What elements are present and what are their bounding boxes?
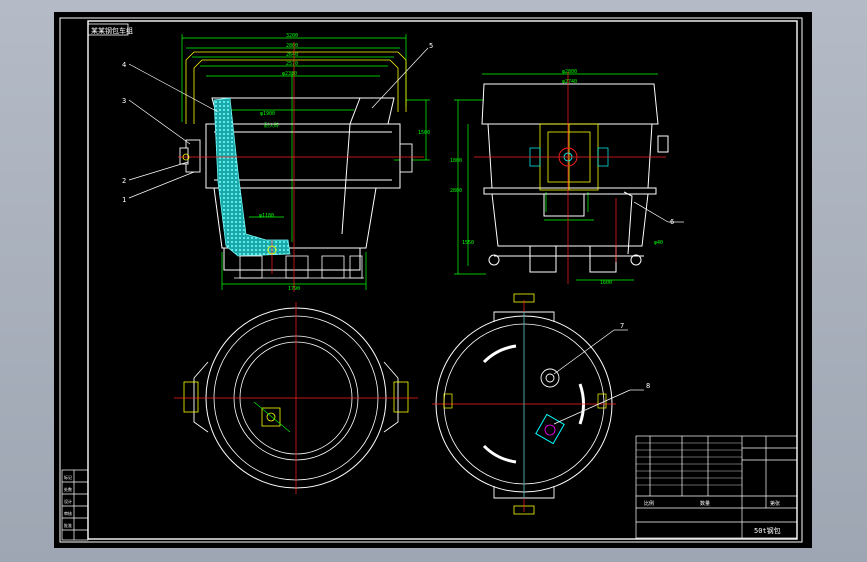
revision-block [61,469,89,541]
dim-side-h3: 1550 [462,240,474,246]
front-section-view: 3200 2800 2640 2570 φ2330 φ1900 φ1180 17… [178,33,430,292]
dim-side-base: 1600 [600,280,612,286]
balloon-8: 8 [646,382,650,390]
dim-front-width-4: 2570 [286,61,298,67]
side-view: φ2800 φ2740 1800 2800 1550 1600 φ40 [450,69,669,286]
revision-col5: 批准 [64,522,72,528]
inner-frame [87,20,798,540]
dim-front-inner: φ2330 [282,71,297,77]
drawing-sheet[interactable]: 某某钢包车组 [54,12,812,548]
title-scale-label: 比例 [644,500,654,507]
top-left-tag: 某某钢包车组 [87,23,133,36]
balloon-6: 6 [670,218,674,226]
dim-front-mid: φ1900 [260,111,275,117]
plan-view-right [432,293,616,515]
dim-front-total-width: 3200 [286,33,298,39]
revision-col4: 审核 [64,510,72,516]
revision-col2: 处数 [64,486,72,492]
title-product-name: 50t钢包 [754,526,781,535]
revision-col1: 标记 [64,474,72,480]
plan-view-left [174,302,418,494]
title-sheet-label: 第张 [770,500,780,507]
outer-frame [59,17,803,543]
balloon-2: 2 [122,177,126,185]
dim-front-bottom: φ1180 [259,213,274,219]
dim-side-top: φ2800 [562,69,577,75]
dim-front-mid-label: 耐火砖 [264,122,279,129]
drawing-canvas: 某某钢包车组 [59,17,803,543]
dim-front-width-2: 2800 [286,43,298,49]
dim-side-pin: φ40 [654,240,663,246]
balloon-5: 5 [429,42,433,50]
balloon-7: 7 [620,322,624,330]
top-left-tag-text: 某某钢包车组 [91,26,133,35]
balloon-4: 4 [122,61,126,69]
balloon-3: 3 [122,97,126,105]
dim-front-width-3: 2640 [286,52,298,58]
revision-col3: 设计 [64,498,72,504]
front-leaders [128,47,429,199]
dim-side-h1: 1800 [450,158,462,164]
refractory-lining [213,97,291,257]
dim-side-h2: 2800 [450,188,462,194]
balloon-1: 1 [122,196,126,204]
dim-front-right-h: 1500 [418,130,430,136]
dim-side-second: φ2740 [562,79,577,85]
title-block [635,435,798,539]
title-quantity-label: 数量 [700,500,710,507]
